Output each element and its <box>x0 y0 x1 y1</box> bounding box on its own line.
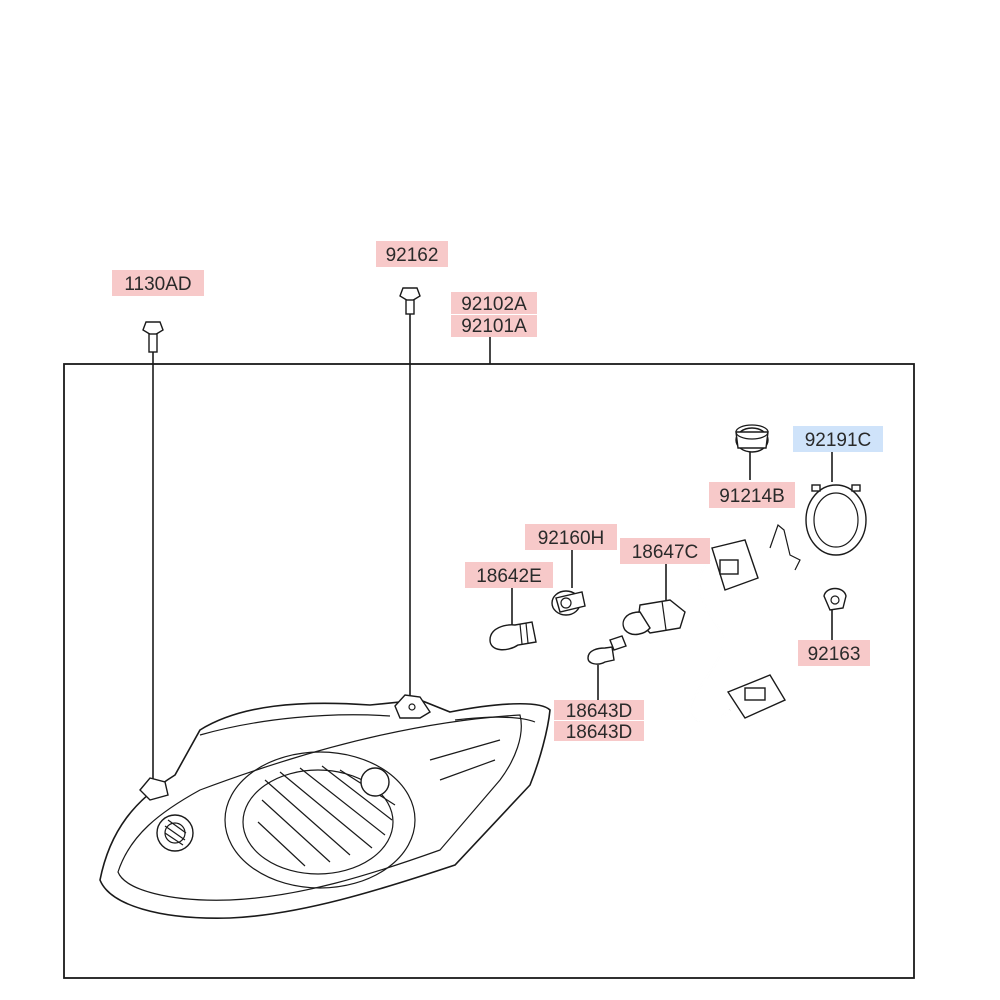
bulb-18643d-icon <box>587 635 627 665</box>
part-label-18642e-text: 18642E <box>476 566 542 587</box>
part-label-92162-text: 92162 <box>386 245 439 266</box>
part-label-92163-text: 92163 <box>808 644 861 665</box>
part-label-92102a-text: 92102A <box>461 294 527 315</box>
headlamp-assembly <box>99 694 551 919</box>
clip-92163-icon <box>823 587 847 611</box>
part-label-92160h[interactable]: 92160H <box>525 524 617 550</box>
part-label-18643d-upper-text: 18643D <box>566 701 633 722</box>
part-label-92102a[interactable]: 92102A <box>451 292 537 315</box>
part-label-92191c-text: 92191C <box>805 430 872 451</box>
leader-lines <box>152 312 833 780</box>
part-label-91214b-text: 91214B <box>719 486 785 507</box>
part-label-92101a[interactable]: 92101A <box>451 315 537 337</box>
halogen-bulb-18647c-icon <box>622 599 686 636</box>
clip-icon <box>769 523 801 571</box>
ring-92191c-icon <box>805 484 867 556</box>
part-label-18643d-lower[interactable]: 18643D <box>554 721 644 743</box>
screw-1130ad-icon <box>142 321 164 353</box>
screw-92162-icon <box>399 287 421 315</box>
part-label-92163[interactable]: 92163 <box>798 640 870 666</box>
part-label-18643d-upper[interactable]: 18643D <box>554 700 644 722</box>
cap-91214b-icon <box>735 424 769 453</box>
part-label-18643d-lower-text: 18643D <box>566 722 633 743</box>
socket-92160h-icon <box>551 590 586 616</box>
part-label-18642e[interactable]: 18642E <box>465 562 553 588</box>
part-label-92160h-text: 92160H <box>538 528 605 549</box>
part-label-1130ad[interactable]: 1130AD <box>112 270 204 296</box>
part-label-92191c[interactable]: 92191C <box>793 426 883 452</box>
part-label-92101a-text: 92101A <box>461 316 527 337</box>
part-label-18647c-text: 18647C <box>632 542 699 563</box>
bulb-18642e-icon <box>489 621 537 651</box>
assembly-frame <box>63 363 915 979</box>
part-label-18647c[interactable]: 18647C <box>620 538 710 564</box>
part-label-92162[interactable]: 92162 <box>376 241 448 267</box>
part-label-91214b[interactable]: 91214B <box>709 482 795 508</box>
part-label-1130ad-text: 1130AD <box>124 274 191 295</box>
wire-harness-icon <box>688 539 787 723</box>
